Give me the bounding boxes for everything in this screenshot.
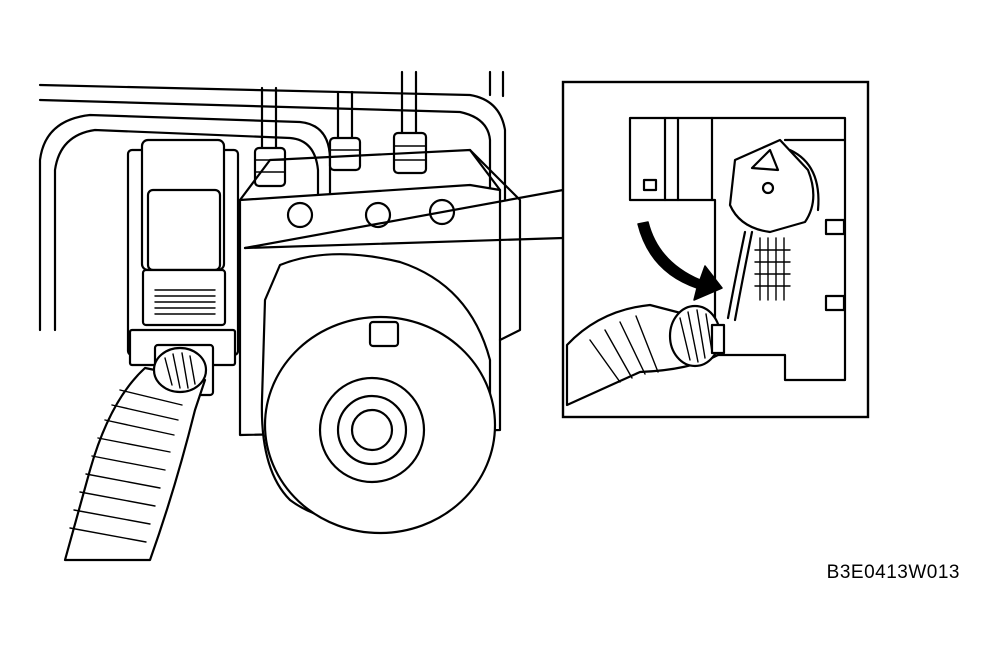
figure-reference-code: B3E0413W013 [826,562,960,583]
brake-pipes [38,70,507,332]
pump-motor [260,253,497,535]
curved-arrow-icon [637,221,723,301]
inset-detail [561,80,870,419]
wire-harness [63,346,208,562]
callout-pointer [243,188,565,250]
